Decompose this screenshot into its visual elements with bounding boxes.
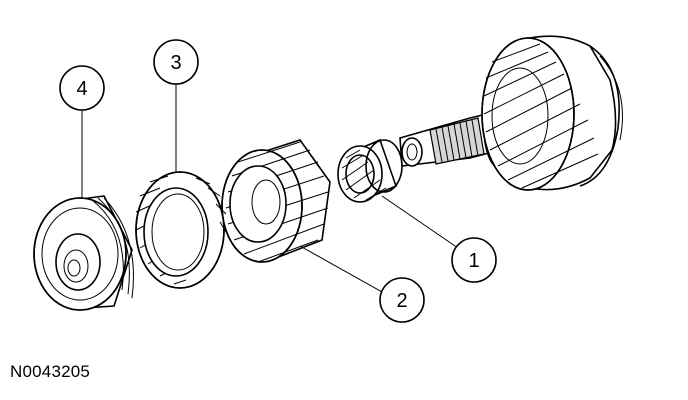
- figure-reference-code: N0043205: [10, 362, 91, 381]
- grooved-hub: [33, 195, 134, 311]
- callout-1-label: 1: [468, 250, 479, 272]
- synchronizer-ring: [135, 171, 227, 289]
- callout-3-label: 3: [170, 52, 181, 74]
- callout-3: 3: [153, 39, 199, 85]
- callout-4-label: 4: [76, 78, 87, 100]
- helical-gear: [221, 139, 331, 263]
- needle-bearing: [337, 138, 403, 203]
- callout-leader-2: [299, 245, 383, 293]
- callout-leader-1: [381, 195, 459, 249]
- main-shaft-gear: [399, 35, 623, 191]
- callout-1: 1: [451, 237, 497, 283]
- callout-2-label: 2: [396, 290, 407, 312]
- callout-2: 2: [379, 277, 425, 323]
- callout-4: 4: [59, 65, 105, 111]
